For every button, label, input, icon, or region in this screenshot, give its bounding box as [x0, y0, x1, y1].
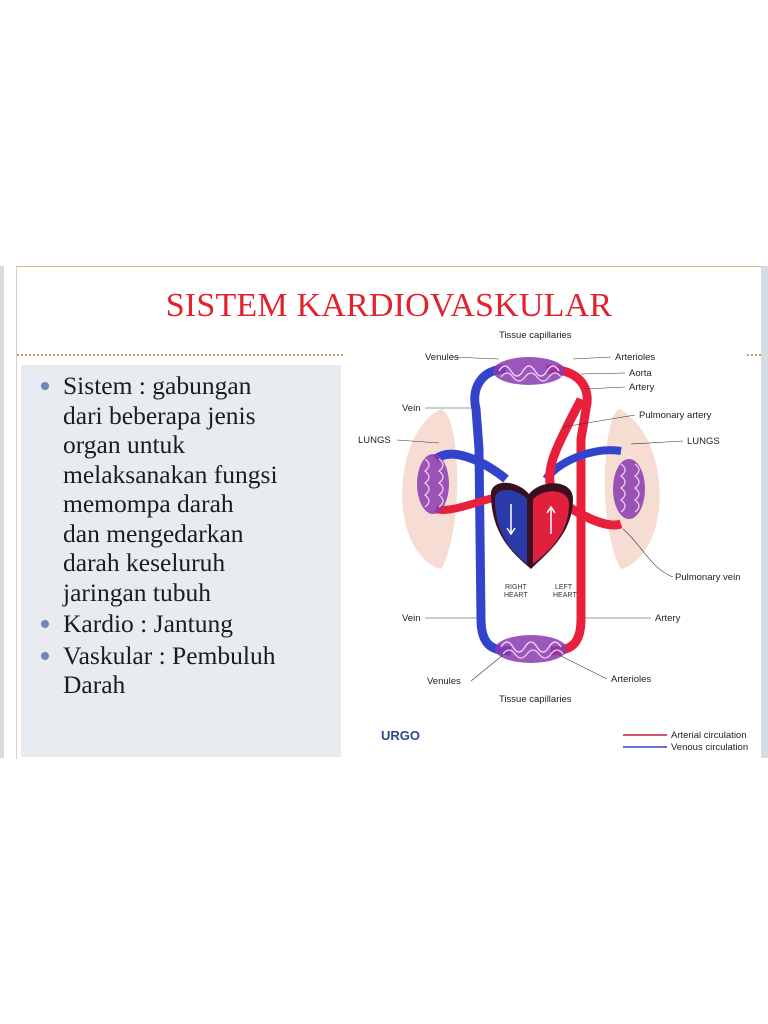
slide-left-edge: [0, 266, 4, 758]
label-tissue-capillaries-bottom: Tissue capillaries: [499, 694, 572, 705]
label-artery-bottom: Artery: [655, 613, 681, 624]
legend-arterial-label: Arterial circulation: [671, 730, 747, 741]
label-pulmonary-vein: Pulmonary vein: [675, 572, 740, 583]
title-divider-left: [17, 354, 343, 356]
label-left-heart: LEFT: [555, 584, 573, 591]
bullet-text: Vaskular : Pembuluh Darah: [63, 640, 276, 700]
label-arterioles-top: Arterioles: [615, 352, 655, 363]
artery-vessel: [545, 364, 592, 656]
label-pulmonary-artery: Pulmonary artery: [639, 410, 712, 421]
circulation-diagram-svg: Tissue capillaries Venules Arterioles Ao…: [341, 330, 761, 759]
bullet-dot-icon: [41, 651, 49, 660]
left-lung-capillaries-icon: [417, 454, 449, 514]
urgo-logo: URGO: [381, 728, 420, 743]
label-right-heart-2: HEART: [504, 592, 528, 599]
slide-right-edge: [760, 266, 768, 758]
bottom-capillaries-icon: [495, 635, 567, 663]
text-panel: Sistem : gabungan dari beberapa jenis or…: [21, 365, 343, 757]
bullet-dot-icon: [41, 620, 49, 628]
bullet-list: Sistem : gabungan dari beberapa jenis or…: [33, 371, 343, 702]
label-tissue-capillaries-top: Tissue capillaries: [499, 330, 572, 341]
label-left-heart-2: HEART: [553, 592, 577, 599]
bullet-item: Sistem : gabungan dari beberapa jenis or…: [33, 371, 343, 607]
bullet-item: Kardio : Jantung: [33, 609, 343, 639]
bullet-text: Kardio : Jantung: [63, 609, 233, 638]
label-lungs-left: LUNGS: [358, 435, 391, 446]
label-venules-bottom: Venules: [427, 676, 461, 687]
vein-vessel: [470, 364, 512, 656]
bullet-text: Sistem : gabungan dari beberapa jenis or…: [63, 371, 278, 607]
title-divider-right: [747, 354, 761, 356]
slide: SISTEM KARDIOVASKULAR Sistem : gabungan …: [16, 266, 761, 759]
label-lungs-right: LUNGS: [687, 436, 720, 447]
label-venules-top: Venules: [425, 352, 459, 363]
slide-title: SISTEM KARDIOVASKULAR: [165, 287, 613, 324]
bullet-item: Vaskular : Pembuluh Darah: [33, 641, 343, 700]
label-right-heart: RIGHT: [505, 584, 528, 591]
legend-venous-label: Venous circulation: [671, 742, 748, 753]
label-vein-bottom: Vein: [402, 613, 421, 624]
label-arterioles-bottom: Arterioles: [611, 674, 651, 685]
top-capillaries-icon: [493, 357, 565, 385]
right-lung-capillaries-icon: [613, 459, 645, 519]
bullet-dot-icon: [41, 382, 49, 390]
label-artery-top: Artery: [629, 382, 655, 393]
label-aorta: Aorta: [629, 368, 652, 379]
circulation-diagram: Tissue capillaries Venules Arterioles Ao…: [341, 329, 761, 759]
label-vein-top: Vein: [402, 403, 421, 414]
